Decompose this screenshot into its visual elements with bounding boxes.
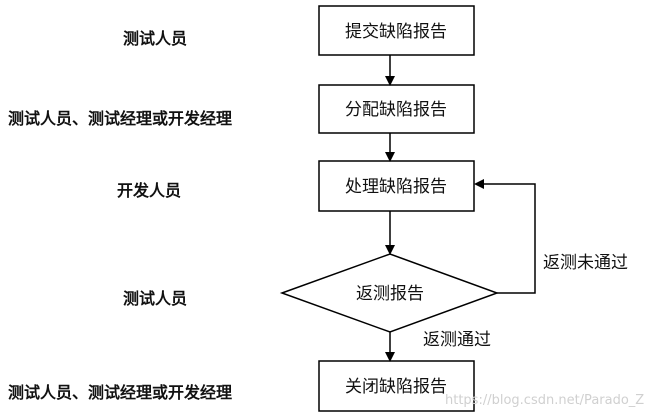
- edge-label-not-passed: 返测未通过: [543, 253, 628, 273]
- step-submit-box: 提交缺陷报告: [318, 5, 475, 56]
- role-label-process: 开发人员: [117, 181, 181, 200]
- step-close-label: 关闭缺陷报告: [345, 377, 447, 397]
- step-assign-label: 分配缺陷报告: [345, 100, 447, 120]
- step-close-box: 关闭缺陷报告: [318, 360, 475, 412]
- step-retest-label: 返测报告: [356, 284, 424, 304]
- step-assign-box: 分配缺陷报告: [318, 84, 475, 134]
- edge-label-passed: 返测通过: [423, 330, 491, 350]
- step-process-label: 处理缺陷报告: [345, 177, 447, 197]
- step-retest-diamond: 返测报告: [279, 253, 500, 333]
- watermark: https://blog.csdn.net/Parado_Z: [445, 393, 644, 408]
- role-label-retest: 测试人员: [123, 289, 187, 308]
- role-label-assign: 测试人员、测试经理或开发经理: [8, 109, 232, 128]
- step-submit-label: 提交缺陷报告: [345, 22, 447, 42]
- step-process-box: 处理缺陷报告: [318, 160, 475, 212]
- arrow-retest-loop-back: [474, 179, 536, 294]
- role-label-close: 测试人员、测试经理或开发经理: [8, 383, 232, 402]
- role-label-submit: 测试人员: [123, 29, 187, 48]
